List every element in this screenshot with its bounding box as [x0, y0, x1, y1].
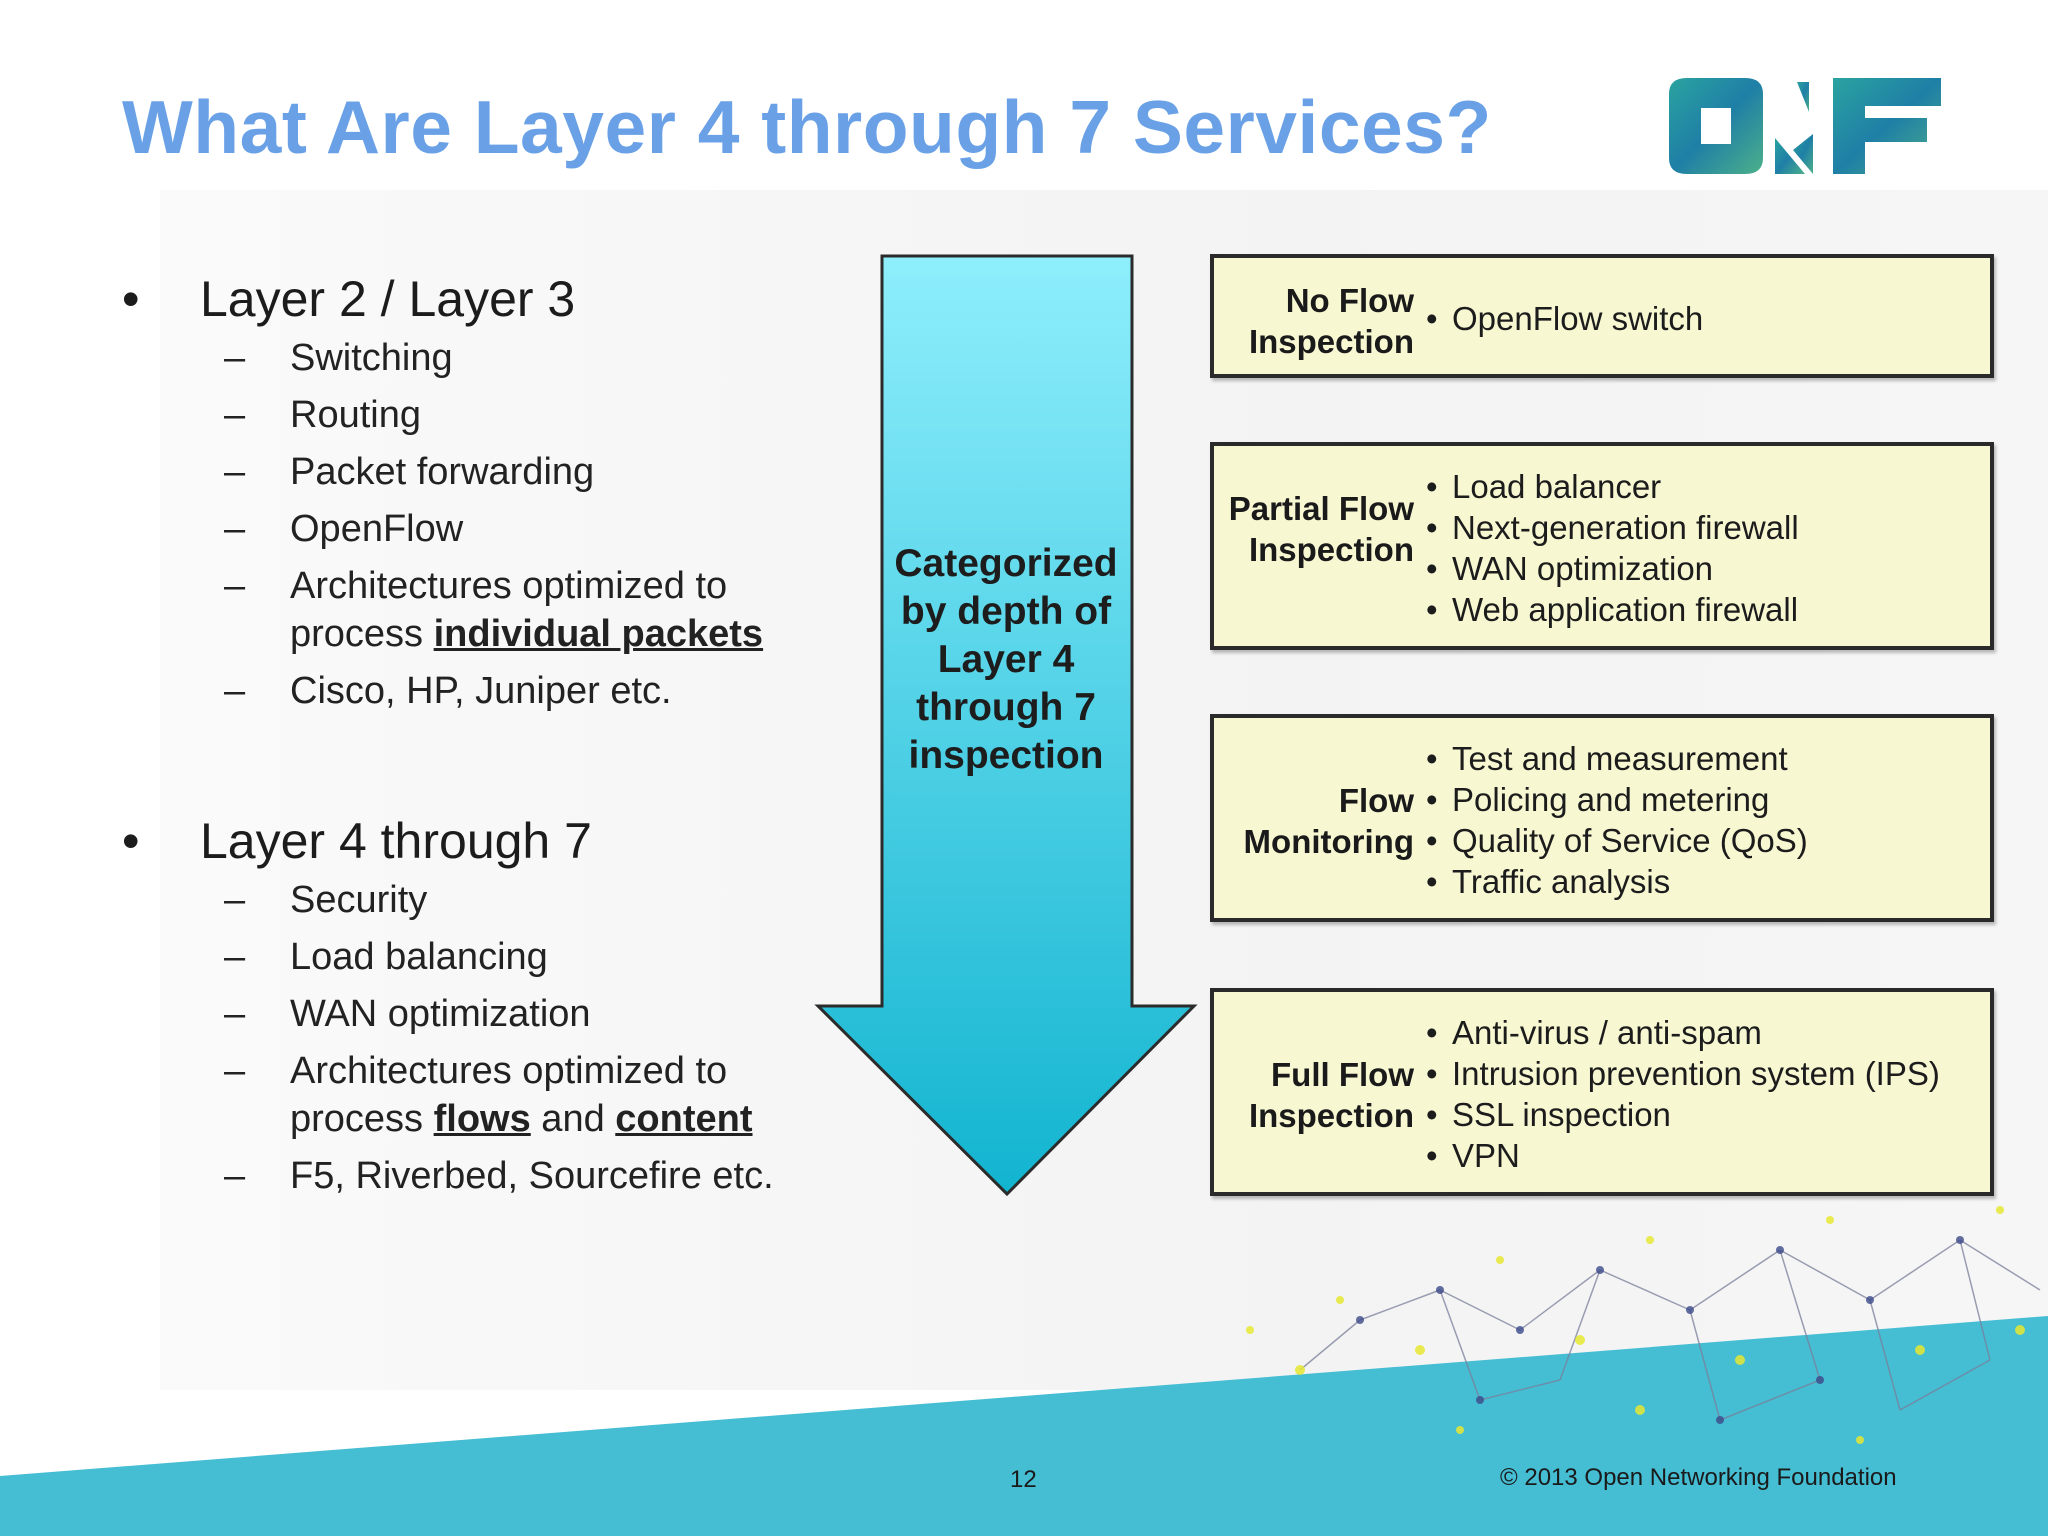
- list-item: –Architectures optimized to process flow…: [224, 1050, 753, 1140]
- list-item: –Packet forwarding: [224, 451, 595, 493]
- network-graphic-icon: [1299, 1239, 2041, 1421]
- list-item: VPN: [1426, 1135, 1940, 1176]
- category-label: Flow Monitoring: [1243, 782, 1414, 860]
- bullet-dot: •: [122, 271, 140, 327]
- sub-list: –Security –Load balancing –WAN optimizat…: [122, 876, 842, 1200]
- list-item: –Routing: [224, 394, 421, 436]
- category-items: Load balancer Next-generation firewall W…: [1426, 466, 1799, 630]
- category-items: Test and measurement Policing and meteri…: [1426, 738, 1808, 902]
- category-box-flow-monitoring: Flow Monitoring Test and measurement Pol…: [1210, 714, 1994, 922]
- category-items: Anti-virus / anti-spam Intrusion prevent…: [1426, 1012, 1940, 1176]
- bullet-layer4-7: • Layer 4 through 7: [122, 810, 842, 872]
- list-item: OpenFlow switch: [1426, 298, 1703, 339]
- footer-decoration: [0, 1206, 2048, 1536]
- depth-arrow: [814, 254, 1198, 1197]
- category-box-full-flow: Full Flow Inspection Anti-virus / anti-s…: [1210, 988, 1994, 1196]
- list-item: –Load balancing: [224, 936, 548, 978]
- category-items: OpenFlow switch: [1426, 298, 1703, 339]
- list-item: Next-generation firewall: [1426, 507, 1799, 548]
- list-item: Intrusion prevention system (IPS): [1426, 1053, 1940, 1094]
- list-item: Test and measurement: [1426, 738, 1808, 779]
- category-label: Full Flow Inspection: [1248, 1056, 1414, 1134]
- category-box-no-flow: No Flow Inspection OpenFlow switch: [1210, 254, 1994, 378]
- list-item: Quality of Service (QoS): [1426, 820, 1808, 861]
- list-item: Anti-virus / anti-spam: [1426, 1012, 1940, 1053]
- sub-list: –Switching –Routing –Packet forwarding –…: [122, 334, 842, 715]
- onf-logo: [1669, 78, 1941, 174]
- list-item: –Switching: [224, 337, 453, 379]
- list-item: Load balancer: [1426, 466, 1799, 507]
- copyright-text: © 2013 Open Networking Foundation: [1500, 1464, 1897, 1491]
- list-item: –OpenFlow: [224, 508, 464, 550]
- category-label: No Flow Inspection: [1248, 282, 1414, 360]
- category-label: Partial Flow Inspection: [1228, 490, 1414, 568]
- emphasis-text: flows: [433, 1098, 531, 1140]
- bullet-heading: Layer 2 / Layer 3: [200, 271, 576, 327]
- list-item: Web application firewall: [1426, 589, 1799, 630]
- slide-title: What Are Layer 4 through 7 Services?: [122, 85, 1492, 169]
- list-item: Traffic analysis: [1426, 861, 1808, 902]
- arrow-caption: Categorized by depth of Layer 4 through …: [894, 542, 1118, 777]
- list-item: –Security: [224, 879, 428, 921]
- list-item: –Architectures optimized to process indi…: [224, 565, 764, 655]
- list-item: –Cisco, HP, Juniper etc.: [224, 670, 672, 712]
- left-bullets: • Layer 2 / Layer 3 –Switching –Routing …: [122, 268, 842, 1209]
- emphasis-text: individual packets: [433, 613, 764, 655]
- page-number: 12: [1010, 1466, 1037, 1493]
- list-item: SSL inspection: [1426, 1094, 1940, 1135]
- list-item: –F5, Riverbed, Sourcefire etc.: [224, 1155, 774, 1197]
- emphasis-text: content: [615, 1098, 753, 1140]
- list-item: WAN optimization: [1426, 548, 1799, 589]
- list-item: Policing and metering: [1426, 779, 1808, 820]
- category-box-partial-flow: Partial Flow Inspection Load balancer Ne…: [1210, 442, 1994, 650]
- list-item: –WAN optimization: [224, 993, 591, 1035]
- bullet-dot: •: [122, 813, 140, 869]
- bullet-heading: Layer 4 through 7: [200, 813, 592, 869]
- bullet-layer2-3: • Layer 2 / Layer 3: [122, 268, 842, 330]
